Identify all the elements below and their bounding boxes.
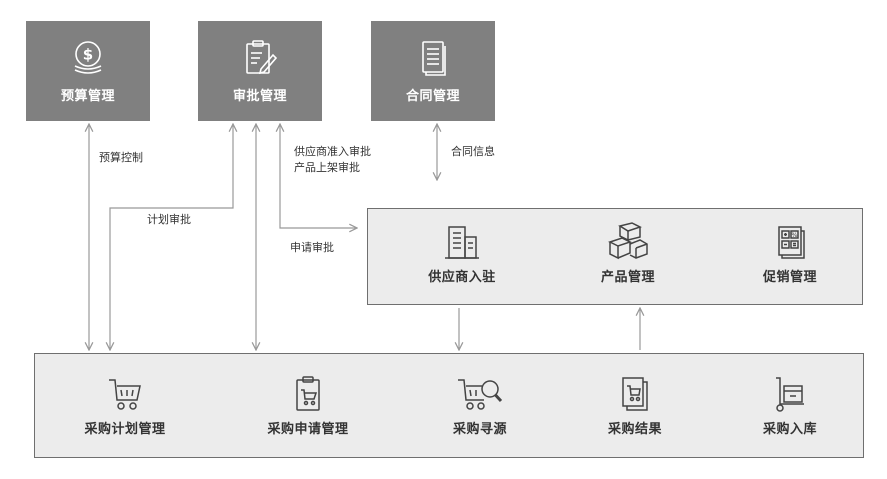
procurement-warehouse-node: 采购入库 bbox=[745, 376, 835, 437]
contract-info-label: 合同信息 bbox=[451, 145, 495, 158]
procurement-sourcing-label: 采购寻源 bbox=[452, 422, 507, 437]
supplier-onboarding-node: 供应商入驻 bbox=[412, 224, 512, 285]
svg-text:%: % bbox=[791, 231, 797, 239]
contract-management-label: 合同管理 bbox=[405, 88, 460, 104]
supplier-approval-arrow bbox=[280, 124, 357, 228]
product-management-node: 产品管理 bbox=[588, 222, 668, 285]
supplier-onboarding-label: 供应商入驻 bbox=[428, 270, 496, 285]
promotion-management-label: 促销管理 bbox=[762, 270, 817, 285]
dollar-coins-icon: $ bbox=[74, 40, 102, 74]
budget-control-label: 预算控制 bbox=[99, 151, 143, 164]
hand-truck-icon bbox=[776, 377, 804, 412]
clipboard-edit-icon bbox=[246, 39, 278, 74]
cart-document-icon bbox=[622, 377, 648, 411]
shopping-cart-icon bbox=[109, 379, 141, 410]
budget-management-label: 预算管理 bbox=[60, 88, 115, 104]
approval-management-label: 审批管理 bbox=[232, 88, 287, 104]
boxes-icon bbox=[608, 222, 648, 260]
approval-management-box: 审批管理 bbox=[198, 21, 322, 121]
procurement-plan-label: 采购计划管理 bbox=[84, 422, 166, 437]
procurement-panel bbox=[34, 353, 864, 458]
procurement-result-label: 采购结果 bbox=[607, 422, 662, 437]
procurement-sourcing-node: 采购寻源 bbox=[430, 376, 530, 437]
supplier-approval-label-2: 产品上架审批 bbox=[294, 161, 360, 174]
building-icon bbox=[445, 226, 479, 259]
request-approval-label: 申请审批 bbox=[290, 241, 334, 254]
contract-management-box: 合同管理 bbox=[371, 21, 495, 121]
cart-clipboard-icon bbox=[296, 376, 320, 411]
cart-search-icon bbox=[458, 379, 503, 410]
procurement-request-node: 采购申请管理 bbox=[253, 376, 363, 437]
calculator-icon: % bbox=[778, 226, 805, 259]
document-icon bbox=[422, 40, 446, 76]
plan-approval-label: 计划审批 bbox=[147, 213, 191, 226]
budget-management-box: $ 预算管理 bbox=[26, 21, 150, 121]
procurement-warehouse-label: 采购入库 bbox=[762, 422, 817, 437]
procurement-result-node: 采购结果 bbox=[590, 376, 680, 437]
svg-text:$: $ bbox=[83, 45, 93, 63]
procurement-request-label: 采购申请管理 bbox=[267, 422, 349, 437]
promotion-management-node: % 促销管理 bbox=[750, 224, 830, 285]
plan-approval-arrow bbox=[110, 124, 233, 350]
procurement-plan-node: 采购计划管理 bbox=[70, 376, 180, 437]
supplier-approval-label-1: 供应商准入审批 bbox=[294, 145, 371, 158]
product-management-label: 产品管理 bbox=[600, 270, 655, 285]
